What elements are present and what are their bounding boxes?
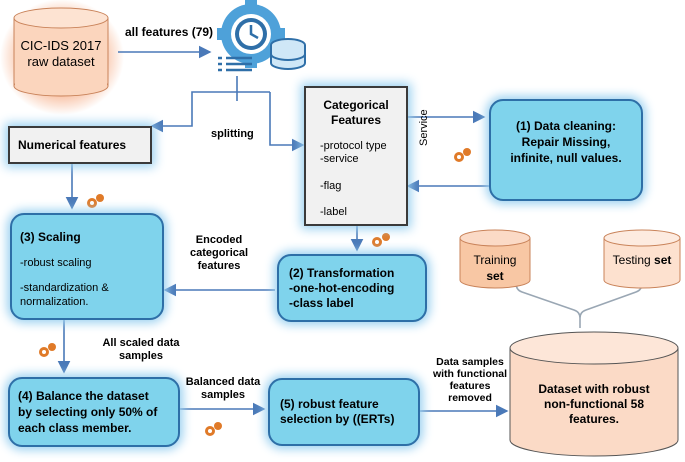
final-line1: Dataset with robust (538, 382, 650, 396)
arrow-to-categorical (269, 92, 305, 152)
training-line1: Training (473, 253, 517, 267)
gear-icon (205, 422, 222, 436)
balance-line2: by selecting only 50% of (18, 405, 158, 419)
gear-icon (87, 194, 104, 208)
arrow-to-numerical (150, 91, 270, 133)
scaling-item2-line2: normalization. (20, 296, 89, 308)
gear-icon (39, 343, 56, 357)
categorical-item-label: -label (320, 206, 347, 218)
feature-selection-line2: selection by ((ERTs) (280, 412, 395, 426)
scaling-item2-line1: -standardization & (20, 282, 109, 294)
gear-icon (372, 233, 390, 247)
training-line2: set (486, 269, 504, 283)
balance-text: (4) Balance the dataset by selecting onl… (18, 388, 157, 436)
feature-selection-box: (5) robust feature selection by ((ERTs) (268, 378, 420, 446)
numerical-features-title: Numerical features (18, 138, 127, 152)
list-icon (218, 56, 252, 72)
all-features-label: all features (79) (125, 25, 214, 39)
scaling-box: (3) Scaling -robust scaling -standardiza… (10, 213, 164, 320)
final-dataset-cylinder (509, 331, 679, 457)
removed-label: Data samples with functional features re… (428, 356, 512, 404)
all-scaled-line1: All scaled data (102, 337, 180, 349)
transformation-text: (2) Transformation -one-hot-encoding -cl… (289, 266, 394, 311)
encoded-features-label: Encoded categorical features (176, 234, 262, 273)
testing-line1: Testing (612, 253, 651, 267)
encoded-label-line1: Encoded (195, 234, 243, 246)
final-dataset-text: Dataset with robust non-functional 58 fe… (512, 382, 676, 427)
categorical-features-title: Categorical Features (306, 98, 406, 128)
final-line3: features. (568, 412, 620, 426)
gear-icons (39, 148, 471, 436)
gear-icon (454, 148, 471, 162)
categorical-features-box: Categorical Features -protocol type -ser… (304, 86, 408, 226)
feature-selection-line1: (5) robust feature (280, 397, 379, 411)
final-line2: non-functional 58 (544, 397, 644, 411)
removed-line2: with functional (432, 368, 508, 380)
transformation-line2: -one-hot-encoding (289, 281, 395, 295)
splitting-label: splitting (211, 128, 254, 140)
numerical-features-box: Numerical features (8, 126, 152, 164)
removed-line3: features removed (448, 380, 492, 404)
balanced-label: Balanced data samples (178, 376, 268, 402)
categorical-title-line2: Features (330, 113, 382, 127)
data-cleaning-line3: infinite, null values. (510, 151, 622, 165)
categorical-item-flag: -flag (320, 180, 342, 192)
removed-line1: Data samples (436, 356, 504, 368)
balanced-line1: Balanced data (185, 376, 261, 388)
encoded-label-line3: features (197, 260, 241, 272)
data-cleaning-line2: Repair Missing, (521, 135, 611, 149)
data-cleaning-line1: (1) Data cleaning: (515, 119, 617, 133)
training-set-label: Training set (460, 252, 530, 284)
transformation-box: (2) Transformation -one-hot-encoding -cl… (277, 254, 427, 322)
raw-dataset-line1: CIC-IDS 2017 (20, 38, 102, 53)
raw-dataset-cylinder (0, 0, 124, 115)
scaling-title: (3) Scaling (20, 230, 81, 244)
testing-set-cylinder (603, 229, 681, 289)
all-scaled-line2: samples (118, 350, 164, 362)
data-cleaning-box: (1) Data cleaning: Repair Missing, infin… (489, 99, 643, 201)
balance-box: (4) Balance the dataset by selecting onl… (8, 377, 180, 447)
testing-line2: set (654, 253, 672, 267)
split-connector (515, 282, 643, 328)
transformation-line3: -class label (289, 296, 354, 310)
all-scaled-label: All scaled data samples (86, 337, 196, 363)
categorical-item-service: -service (320, 153, 359, 165)
balance-line3: each class member. (18, 421, 132, 435)
scaling-item-standardization: -standardization & normalization. (20, 281, 109, 309)
categorical-item-protocol: -protocol type (320, 140, 387, 152)
balance-line1: (4) Balance the dataset (18, 389, 149, 403)
transformation-line1: (2) Transformation (289, 266, 395, 280)
service-label: Service (418, 109, 430, 146)
encoded-label-line2: categorical (189, 247, 249, 259)
testing-set-label: Testing set (604, 253, 680, 267)
balanced-line2: samples (200, 389, 246, 401)
categorical-title-line1: Categorical (323, 98, 389, 112)
gear-database-icon (217, 0, 306, 70)
raw-dataset-label: CIC-IDS 2017 raw dataset (14, 38, 108, 70)
raw-dataset-line2: raw dataset (27, 54, 95, 69)
data-cleaning-text: (1) Data cleaning: Repair Missing, infin… (491, 118, 641, 166)
feature-selection-text: (5) robust feature selection by ((ERTs) (280, 397, 394, 427)
scaling-item-robust: -robust scaling (20, 257, 92, 269)
training-set-cylinder (459, 229, 531, 289)
